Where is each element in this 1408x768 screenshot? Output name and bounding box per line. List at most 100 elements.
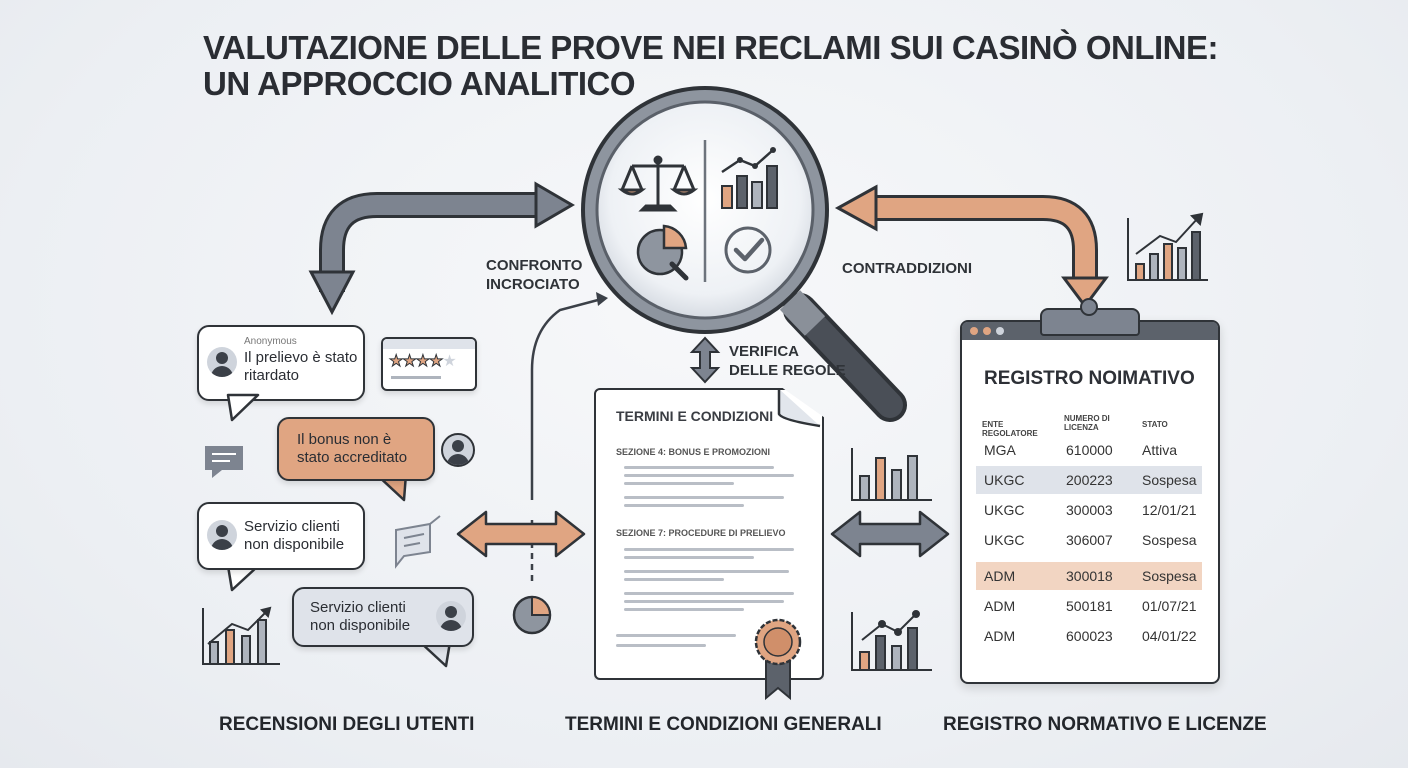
pie-chart-icon	[636, 224, 689, 281]
double-arrow-reviews-terms	[456, 510, 586, 558]
bar-chart-icon	[721, 147, 778, 209]
terms-section-7: SEZIONE 7: PROCEDURE DI PRELIEVO	[616, 528, 786, 538]
cell-license: 306007	[1066, 532, 1113, 548]
section-label-terms: TERMINI E CONDIZIONI GENERALI	[565, 714, 882, 735]
review-text-4: Servizio clienti non disponibile	[310, 599, 411, 634]
window-dot	[970, 327, 978, 335]
label-verifica-regole: VERIFICA DELLE REGOLE	[729, 342, 846, 380]
cell-license: 500181	[1066, 598, 1113, 614]
registry-clipboard: REGISTRO NOIMATIVO ENTE REGOLATORE NUMER…	[960, 320, 1220, 684]
review-bubble-1: Anonymous Il prelievo è stato ritardato	[197, 325, 365, 401]
registry-header-status: STATO	[1142, 420, 1168, 429]
chat-icon	[205, 446, 243, 478]
card-line	[391, 376, 441, 379]
scale-icon	[617, 155, 699, 212]
registry-row: ADM 500181 01/07/21	[976, 592, 1202, 620]
text-line	[624, 608, 744, 611]
cell-regulator: MGA	[984, 442, 1016, 458]
registry-header-license: NUMERO DI LICENZA	[1064, 414, 1110, 432]
title-line-1: VALUTAZIONE DELLE PROVE NEI RECLAMI SUI …	[203, 29, 1218, 66]
avatar	[207, 347, 237, 377]
registry-row: ADM 300018 Sospesa	[976, 562, 1202, 590]
registry-header-regulator: ENTE REGOLATORE	[982, 420, 1038, 438]
label-confronto-line2: INCROCIATO	[486, 276, 580, 293]
registry-row: MGA 610000 Attiva	[976, 436, 1202, 464]
terms-section-4: SEZIONE 4: BONUS E PROMOZIONI	[616, 447, 771, 457]
label-confronto-incrociato: CONFRONTO INCROCIATO	[486, 256, 582, 294]
cell-status: 12/01/21	[1142, 502, 1197, 518]
text-line	[624, 570, 789, 573]
label-verifica-line2: DELLE REGOLE	[729, 362, 846, 379]
cell-regulator: UKGC	[984, 532, 1025, 548]
review-text-1: Il prelievo è stato ritardato	[244, 349, 358, 384]
text-line	[624, 466, 774, 469]
terms-title: TERMINI E CONDIZIONI	[616, 408, 774, 424]
card-header-bar	[383, 339, 475, 349]
text-line	[616, 644, 706, 647]
cell-status: Sospesa	[1142, 568, 1197, 584]
cell-license: 200223	[1066, 472, 1113, 488]
small-pie-icon	[512, 595, 552, 635]
registry-row: ADM 600023 04/01/22	[976, 622, 1202, 650]
double-arrow-vertical	[689, 336, 721, 384]
cell-regulator: UKGC	[984, 502, 1025, 518]
text-line	[624, 548, 794, 551]
review-author: Anonymous	[244, 336, 297, 347]
window-dot	[983, 327, 991, 335]
clipboard-clip	[1040, 298, 1140, 336]
clip-ring	[1080, 298, 1098, 316]
label-verifica-line1: VERIFICA	[729, 343, 800, 360]
window-dot	[996, 327, 1004, 335]
review-text-2: Il bonus non è stato accreditato	[297, 431, 408, 466]
page-title: VALUTAZIONE DELLE PROVE NEI RECLAMI SUI …	[203, 30, 1218, 102]
review-text-3: Servizio clienti non disponibile	[244, 518, 345, 553]
registry-row: UKGC 300003 12/01/21	[976, 496, 1202, 524]
text-line	[624, 482, 734, 485]
text-line	[624, 578, 724, 581]
registry-title: REGISTRO NOIMATIVO	[984, 368, 1195, 389]
decor-chart-middle-icon	[851, 448, 932, 501]
text-line	[624, 496, 784, 499]
cell-regulator: ADM	[984, 568, 1016, 584]
cell-status: Sospesa	[1142, 532, 1197, 548]
review-bubble-2: Il bonus non è stato accreditato	[277, 417, 435, 481]
registry-row: UKGC 306007 Sospesa	[976, 526, 1202, 554]
star-rating-icon: ★★★★★	[388, 353, 456, 371]
cell-status: Sospesa	[1142, 472, 1197, 488]
title-line-2: UN APPROCCIO ANALITICO	[203, 65, 636, 102]
decor-chart-reviews-icon	[202, 606, 280, 665]
small-doc-icon	[395, 515, 441, 569]
cell-regulator: UKGC	[984, 472, 1025, 488]
cell-status: Attiva	[1142, 442, 1178, 458]
text-line	[624, 474, 794, 477]
cell-license: 300003	[1066, 502, 1113, 518]
review-bubble-4: Servizio clienti non disponibile	[292, 587, 474, 647]
review-bubble-3: Servizio clienti non disponibile	[197, 502, 365, 570]
cell-status: 01/07/21	[1142, 598, 1197, 614]
text-line	[624, 600, 784, 603]
avatar	[441, 433, 475, 467]
cell-regulator: ADM	[984, 598, 1016, 614]
text-line	[624, 556, 754, 559]
seal-icon	[754, 618, 802, 701]
label-contraddizioni: CONTRADDIZIONI	[842, 260, 972, 277]
checkmark-icon	[724, 226, 772, 274]
section-label-registry: REGISTRO NORMATIVO E LICENZE	[943, 714, 1267, 735]
registry-row: UKGC 200223 Sospesa	[976, 466, 1202, 494]
arrow-right-to-magnifier	[834, 184, 1109, 309]
text-line	[624, 592, 794, 595]
text-line	[624, 504, 744, 507]
section-label-reviews: RECENSIONI DEGLI UTENTI	[219, 714, 475, 735]
text-line	[616, 634, 736, 637]
cell-status: 04/01/22	[1142, 628, 1197, 644]
star-rating-card: ★★★★★	[381, 337, 477, 391]
avatar	[436, 601, 466, 631]
cell-license: 600023	[1066, 628, 1113, 644]
cell-license: 300018	[1066, 568, 1113, 584]
decor-chart-bottom-icon	[851, 610, 932, 671]
arrow-left-to-magnifier	[308, 181, 575, 316]
cell-regulator: ADM	[984, 628, 1016, 644]
